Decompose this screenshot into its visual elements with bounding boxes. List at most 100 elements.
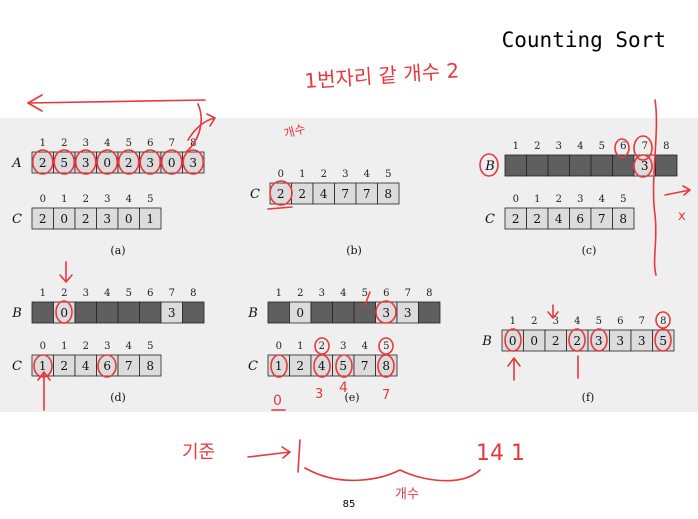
array-cell [547, 154, 570, 177]
ink-circle-d-b [55, 300, 73, 324]
array-cell-value: 3 [404, 306, 412, 320]
array-cell-value: 7 [125, 359, 133, 373]
ink-circle-c-top [633, 135, 653, 161]
curve-arrow-icon [185, 103, 216, 153]
array-cell-value: 7 [363, 187, 371, 201]
array-index: 7 [642, 141, 648, 152]
right-arrow-icon [664, 185, 691, 196]
array-index: 2 [83, 194, 89, 205]
ink-circle-f-0 [504, 328, 522, 352]
underline-b [267, 206, 293, 210]
array-cell [590, 154, 613, 177]
ink-circle-c-index [614, 138, 630, 158]
array-cell-value: 8 [146, 359, 154, 373]
panel-caption: (b) [346, 244, 362, 257]
bottom-tick-left [297, 439, 301, 473]
array-cell-value: 4 [320, 187, 328, 201]
array-index: 0 [40, 341, 46, 352]
array-index: 3 [342, 169, 348, 180]
under-e-label-2: 4 [339, 380, 348, 396]
array-cell [526, 154, 549, 177]
array-index: 7 [639, 316, 645, 327]
array-cell-value: 1 [39, 359, 47, 373]
array-cell-value: 0 [530, 334, 538, 348]
ink-circle-b [269, 180, 293, 206]
array-cell [504, 154, 527, 177]
array-index: 3 [319, 288, 325, 299]
array-cell [139, 301, 162, 324]
array-cell-value: 2 [125, 156, 133, 170]
slide-title: Counting Sort [501, 28, 666, 52]
array-index: 5 [126, 138, 132, 149]
array-cell-value: 3 [189, 156, 197, 170]
array-index: 1 [40, 288, 46, 299]
array-cell [267, 301, 290, 324]
array-index: 5 [599, 141, 605, 152]
array-index: 2 [61, 288, 67, 299]
array-cell [612, 154, 635, 177]
ink-circle-e-c2 [313, 354, 331, 378]
array-index: 3 [340, 341, 346, 352]
array-cell [310, 301, 333, 324]
array-cell-value: 2 [39, 212, 47, 226]
array-cell-value: 2 [298, 187, 306, 201]
down-arrow-f-icon [547, 304, 559, 319]
array-index: 2 [531, 316, 537, 327]
ink-circle-f-7 [654, 328, 672, 352]
side-handwritten-mark: x [678, 209, 686, 224]
array-cell-value: 0 [103, 156, 111, 170]
array-cell-value: 3 [82, 156, 90, 170]
ink-circle-a [182, 149, 205, 175]
array-name-label: C [12, 212, 22, 227]
array-cell-value: 2 [277, 187, 285, 201]
ink-circle-a [31, 149, 54, 175]
array-index: 1 [534, 194, 540, 205]
array-index: 7 [169, 288, 175, 299]
ink-circle-a [117, 149, 140, 175]
array-cell-value: 6 [103, 359, 111, 373]
array-index: 8 [190, 288, 196, 299]
left-arrow-line [27, 99, 206, 104]
array-index: 7 [169, 138, 175, 149]
array-index: 3 [104, 341, 110, 352]
array-index: 3 [553, 316, 559, 327]
ink-circle-e-idx5 [378, 337, 394, 355]
array-cell-value: 2 [512, 212, 520, 226]
bottom-right-arrow-icon [247, 446, 291, 459]
array-cell [139, 354, 162, 377]
array-index: 4 [364, 169, 370, 180]
array-cell-value: 0 [509, 334, 517, 348]
array-cell-value: 2 [552, 334, 560, 348]
array-cell-value: 5 [339, 359, 347, 373]
array-cell-value: 4 [555, 212, 563, 226]
array-cell [377, 182, 400, 205]
ink-circle-a [139, 149, 162, 175]
array-index: 2 [297, 288, 303, 299]
array-cell-value: 0 [60, 306, 68, 320]
array-index: 8 [663, 141, 669, 152]
array-index: 3 [104, 194, 110, 205]
array-index: 5 [620, 194, 626, 205]
left-arrow-head [27, 94, 43, 112]
array-index: 4 [577, 141, 583, 152]
array-cell [418, 301, 441, 324]
array-cell-value: 3 [103, 212, 111, 226]
under-e-label-0: 0 [273, 393, 282, 409]
array-cell-value: 7 [341, 187, 349, 201]
array-cell-value: 8 [619, 212, 627, 226]
array-cell [569, 154, 592, 177]
array-index: 5 [362, 288, 368, 299]
array-index: 3 [577, 194, 583, 205]
ink-circle-a [53, 149, 76, 175]
array-cell-value: 2 [573, 334, 581, 348]
array-cell [612, 207, 635, 230]
